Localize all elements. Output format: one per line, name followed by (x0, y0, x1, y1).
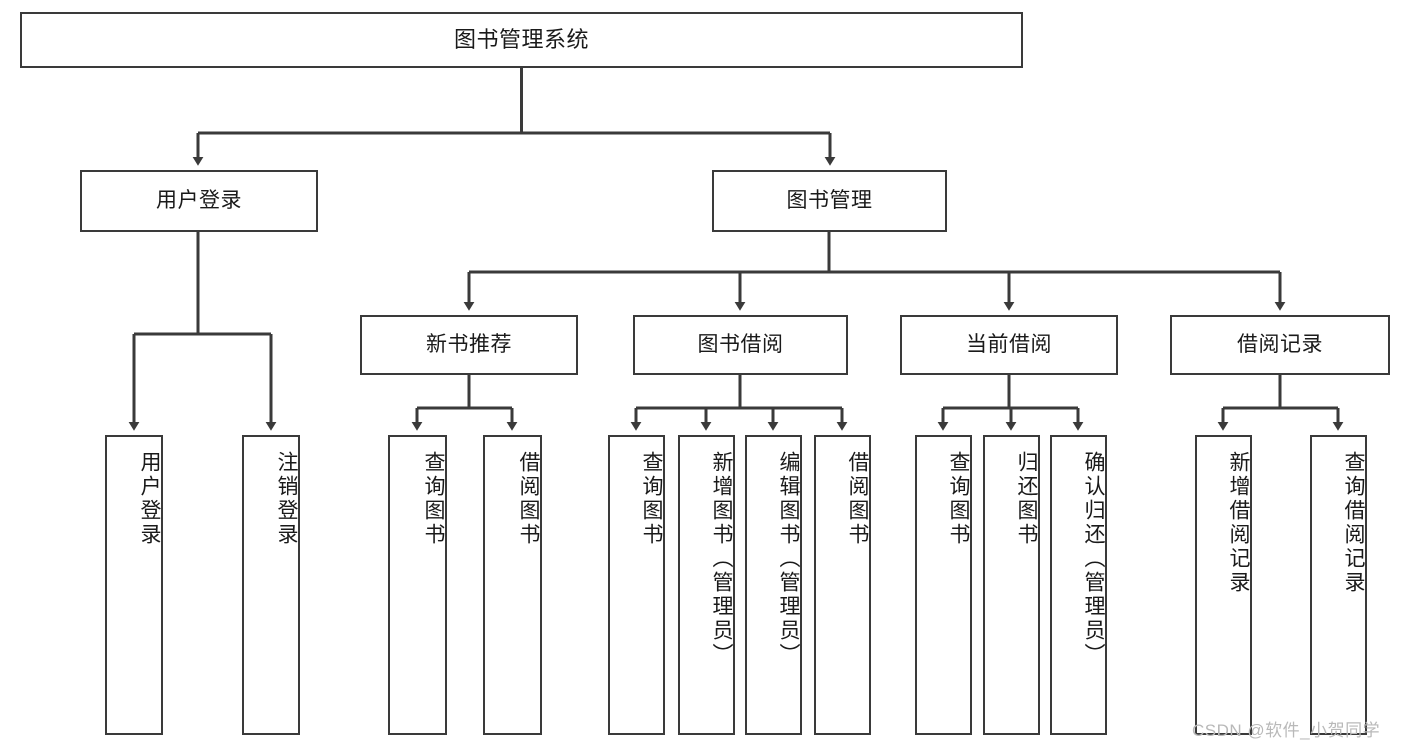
leaf-return-book[interactable]: 归还图书 (983, 435, 1040, 735)
leaf-query-book-nb-label: 查询图书 (422, 451, 445, 547)
leaf-query-book-cb[interactable]: 查询图书 (915, 435, 972, 735)
leaf-query-book-nb[interactable]: 查询图书 (388, 435, 447, 735)
leaf-user-login-label: 用户登录 (138, 451, 161, 547)
node-user-login[interactable]: 用户登录 (80, 170, 318, 232)
leaf-confirm-return-admin[interactable]: 确认归还（管理员） (1050, 435, 1107, 735)
leaf-add-borrow-record[interactable]: 新增借阅记录 (1195, 435, 1252, 735)
node-user-login-label: 用户登录 (156, 188, 242, 212)
leaf-user-login[interactable]: 用户登录 (105, 435, 163, 735)
leaf-add-book-admin-label: 新增图书（管理员） (710, 451, 733, 667)
leaf-edit-book-admin[interactable]: 编辑图书（管理员） (745, 435, 802, 735)
leaf-add-borrow-record-label: 新增借阅记录 (1227, 451, 1250, 595)
leaf-logout[interactable]: 注销登录 (242, 435, 300, 735)
leaf-query-book-bb[interactable]: 查询图书 (608, 435, 665, 735)
leaf-borrow-book-bb[interactable]: 借阅图书 (814, 435, 871, 735)
node-new-book-recommend-label: 新书推荐 (426, 332, 512, 356)
leaf-borrow-book-nb[interactable]: 借阅图书 (483, 435, 542, 735)
leaf-edit-book-admin-label: 编辑图书（管理员） (777, 451, 800, 667)
watermark: CSDN @软件_小贺同学 (1192, 721, 1381, 740)
node-borrow-record-label: 借阅记录 (1237, 332, 1323, 356)
node-book-management[interactable]: 图书管理 (712, 170, 947, 232)
leaf-query-borrow-record-label: 查询借阅记录 (1342, 451, 1365, 595)
leaf-add-book-admin[interactable]: 新增图书（管理员） (678, 435, 735, 735)
leaf-confirm-return-admin-label: 确认归还（管理员） (1082, 451, 1105, 667)
leaf-borrow-book-nb-label: 借阅图书 (517, 451, 540, 547)
node-root-label: 图书管理系统 (453, 27, 589, 53)
node-root[interactable]: 图书管理系统 (20, 12, 1023, 68)
node-book-borrow-label: 图书借阅 (697, 332, 784, 356)
node-new-book-recommend[interactable]: 新书推荐 (360, 315, 578, 375)
leaf-borrow-book-bb-label: 借阅图书 (846, 451, 869, 547)
node-current-borrow-label: 当前借阅 (966, 332, 1052, 356)
leaf-query-borrow-record[interactable]: 查询借阅记录 (1310, 435, 1367, 735)
leaf-query-book-cb-label: 查询图书 (947, 451, 970, 547)
node-borrow-record[interactable]: 借阅记录 (1170, 315, 1390, 375)
leaf-query-book-bb-label: 查询图书 (640, 451, 663, 547)
node-current-borrow[interactable]: 当前借阅 (900, 315, 1118, 375)
node-book-management-label: 图书管理 (786, 188, 873, 212)
node-book-borrow[interactable]: 图书借阅 (633, 315, 848, 375)
leaf-return-book-label: 归还图书 (1015, 451, 1038, 547)
leaf-logout-label: 注销登录 (275, 451, 298, 547)
